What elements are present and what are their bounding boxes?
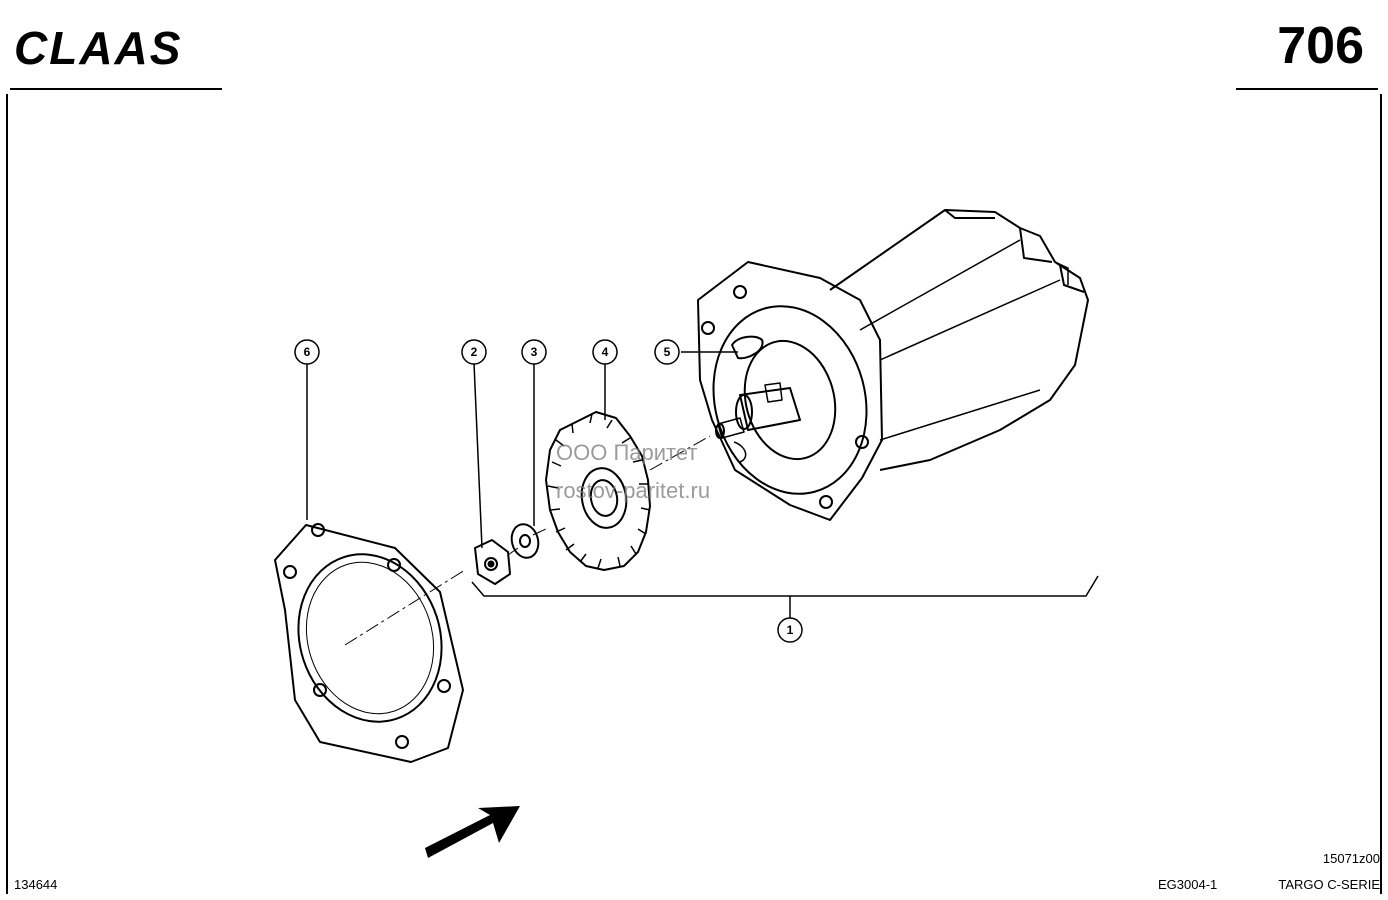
header-rule-left bbox=[10, 88, 222, 90]
gasket-plate bbox=[274, 523, 464, 763]
callout-label-2: 2 bbox=[471, 345, 478, 359]
hex-nut bbox=[474, 539, 511, 585]
drawing-code: 15071z00 bbox=[1322, 851, 1380, 866]
page-number: 706 bbox=[1277, 17, 1364, 75]
watermark-company: ООО Паритет bbox=[556, 440, 697, 465]
callout-label-5: 5 bbox=[664, 345, 671, 359]
callout-label-6: 6 bbox=[304, 345, 311, 359]
watermark-url: rostov-paritet.ru bbox=[556, 478, 710, 503]
washer bbox=[510, 523, 540, 559]
callout-label-1: 1 bbox=[787, 623, 794, 637]
header-rule-right bbox=[1236, 88, 1378, 90]
callout-circle-6 bbox=[294, 339, 320, 365]
brand-logo-text: CLAAS bbox=[14, 22, 182, 72]
callout-label-3: 3 bbox=[531, 345, 538, 359]
callout-circle-3 bbox=[521, 339, 547, 365]
callout-circle-1 bbox=[777, 617, 803, 643]
hydraulic-motor bbox=[697, 209, 1089, 521]
callout-label-4: 4 bbox=[602, 345, 609, 359]
callout-circle-5 bbox=[654, 339, 680, 365]
series-name: TARGO C-SERIE bbox=[1278, 877, 1380, 892]
footer-left-code: 134644 bbox=[14, 877, 58, 892]
assembly-bracket bbox=[471, 575, 1099, 597]
callout-circle-2 bbox=[461, 339, 487, 365]
spur-gear bbox=[545, 411, 651, 571]
shaft-key bbox=[731, 335, 764, 360]
drawing-frame bbox=[6, 94, 1382, 894]
document-number: EG3004-1 bbox=[1158, 877, 1218, 892]
claas-logo: CLAAS bbox=[14, 22, 182, 72]
arrow-icon bbox=[425, 806, 520, 858]
callout-circle-4 bbox=[592, 339, 618, 365]
